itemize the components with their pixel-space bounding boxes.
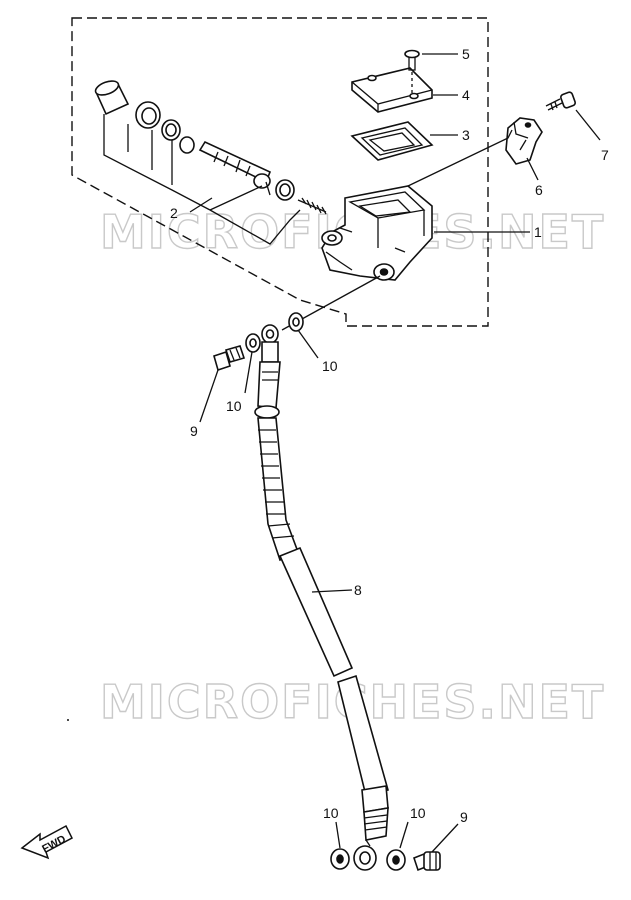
washer-lower-left (330, 848, 350, 870)
speck (67, 719, 69, 721)
callout-8: 8 (354, 582, 362, 598)
callout-6: 6 (535, 182, 543, 198)
callout-5: 5 (462, 46, 470, 62)
callout-10-upper-right: 10 (322, 358, 338, 374)
washer-lower-right (386, 849, 406, 871)
callout-3: 3 (462, 127, 470, 143)
callout-9-lower: 9 (460, 809, 468, 825)
callout-1: 1 (534, 224, 542, 240)
reservoir-cap (351, 67, 433, 113)
callout-7: 7 (601, 147, 609, 163)
brake-hose (254, 324, 389, 841)
washer-upper-left (245, 333, 261, 353)
union-bolt-upper (213, 345, 246, 372)
assembly-boundary (71, 17, 489, 327)
callout-10-lower-right: 10 (410, 805, 426, 821)
reservoir-diaphragm (350, 121, 434, 161)
callout-2: 2 (170, 205, 178, 221)
cap-screw (404, 49, 420, 94)
piston-kit (94, 80, 327, 245)
banjo-lower (353, 839, 377, 871)
fwd-arrow: FWD (20, 824, 73, 860)
callout-10-upper-left: 10 (226, 398, 242, 414)
washer-upper-right (288, 312, 304, 332)
callout-4: 4 (462, 87, 470, 103)
callout-leaders (189, 53, 601, 853)
callout-10-lower-left: 10 (323, 805, 339, 821)
callout-9-upper: 9 (190, 423, 198, 439)
master-cylinder-body (321, 185, 433, 281)
lever-holder (505, 117, 543, 165)
holder-bolt (545, 91, 576, 111)
union-bolt-lower (413, 851, 441, 872)
fwd-label: FWD (40, 833, 68, 855)
